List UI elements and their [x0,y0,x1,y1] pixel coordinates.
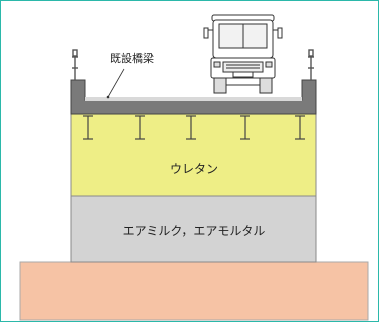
girders [83,115,305,140]
bridge-deck [70,79,317,115]
label-leader-line [107,68,125,98]
urethane-layer [70,113,317,197]
air-mix-label: エアミルク，エアモルタル [123,224,266,238]
existing-bridge-label: 既設橋梁 [110,51,154,65]
bridge-deck-surface [85,97,302,101]
girder [240,115,250,140]
girder [295,115,305,140]
urethane-label: ウレタン [170,162,218,176]
girder [186,115,196,140]
ground-layer [19,261,369,321]
label-leader-dot [106,95,110,99]
girder [135,115,145,140]
girder [83,115,93,140]
truck-icon [203,14,283,94]
railing-right [308,49,314,80]
railing-left [72,49,78,80]
